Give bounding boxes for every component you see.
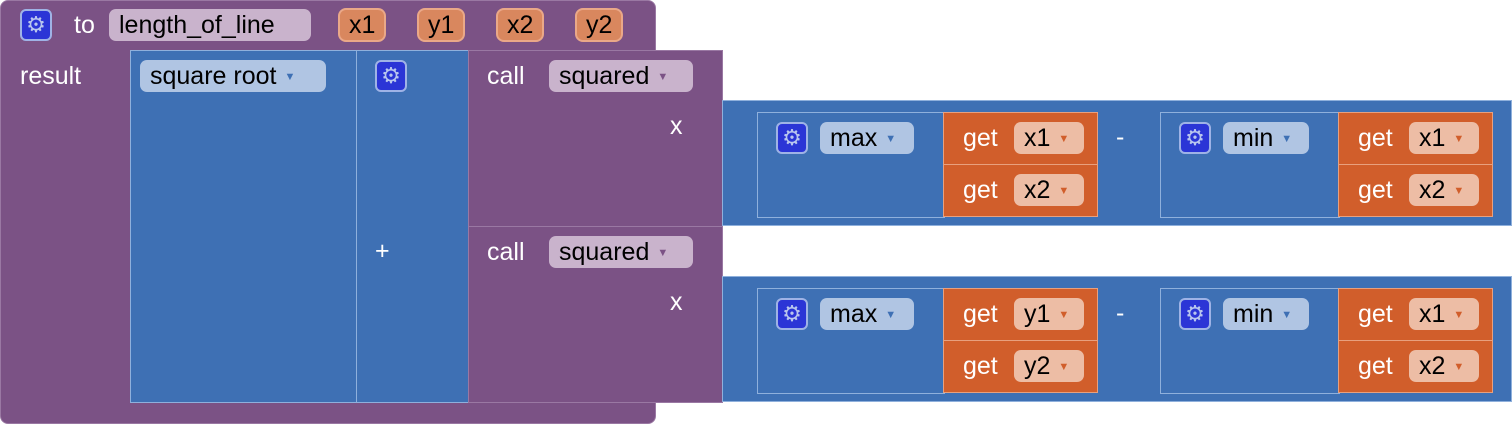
minus-operator: -	[1116, 123, 1125, 151]
variable-dropdown[interactable]: x1 ▼	[1409, 298, 1479, 330]
call-function-dropdown[interactable]: squared ▼	[549, 60, 693, 92]
variable-dropdown[interactable]: x2 ▼	[1409, 350, 1479, 382]
call-keyword: call	[487, 62, 525, 90]
dropdown-arrow-icon: ▼	[657, 247, 669, 260]
result-label: result	[20, 62, 82, 90]
get-keyword: get	[963, 300, 998, 328]
sqrt-dropdown[interactable]: square root ▼	[140, 60, 326, 92]
variable-name: x2	[1419, 176, 1446, 204]
dropdown-arrow-icon: ▼	[1058, 361, 1070, 374]
plus-operator: +	[375, 237, 390, 265]
procedure-keyword: to	[74, 11, 95, 39]
variable-dropdown[interactable]: x2 ▼	[1409, 174, 1479, 206]
gear-icon[interactable]: ⚙	[776, 122, 808, 154]
min-dropdown[interactable]: min ▼	[1223, 122, 1309, 154]
call-keyword: call	[487, 238, 525, 266]
dropdown-arrow-icon: ▼	[1058, 133, 1070, 146]
max-dropdown[interactable]: max ▼	[820, 298, 914, 330]
dropdown-arrow-icon: ▼	[284, 71, 296, 84]
sqrt-block[interactable]	[130, 50, 357, 403]
max-op: max	[830, 300, 878, 328]
function-name: squared	[559, 62, 650, 90]
min-op: min	[1233, 300, 1274, 328]
dropdown-arrow-icon: ▼	[885, 309, 897, 322]
variable-name: x1	[1419, 124, 1446, 152]
dropdown-arrow-icon: ▼	[1281, 309, 1293, 322]
variable-dropdown[interactable]: y2 ▼	[1014, 350, 1084, 382]
min-op: min	[1233, 124, 1274, 152]
param-y1[interactable]: y1	[417, 8, 466, 42]
gear-icon[interactable]: ⚙	[1179, 122, 1211, 154]
gear-icon[interactable]: ⚙	[375, 60, 407, 92]
variable-dropdown[interactable]: x2 ▼	[1014, 174, 1084, 206]
variable-name: x1	[1419, 300, 1446, 328]
arg-label: x	[670, 288, 683, 316]
plus-block[interactable]	[356, 50, 469, 403]
dropdown-arrow-icon: ▼	[1453, 309, 1465, 322]
param-y2[interactable]: y2	[575, 8, 624, 42]
max-op: max	[830, 124, 878, 152]
variable-name: y2	[1024, 352, 1051, 380]
dropdown-arrow-icon: ▼	[1058, 309, 1070, 322]
dropdown-arrow-icon: ▼	[1281, 133, 1293, 146]
variable-dropdown[interactable]: x1 ▼	[1014, 122, 1084, 154]
max-dropdown[interactable]: max ▼	[820, 122, 914, 154]
arg-label: x	[670, 112, 683, 140]
function-name: squared	[559, 238, 650, 266]
gear-icon[interactable]: ⚙	[776, 298, 808, 330]
variable-dropdown[interactable]: y1 ▼	[1014, 298, 1084, 330]
get-keyword: get	[963, 352, 998, 380]
call-function-dropdown[interactable]: squared ▼	[549, 236, 693, 268]
sqrt-op: square root	[150, 62, 277, 90]
get-keyword: get	[1358, 124, 1393, 152]
procedure-name-field[interactable]: length_of_line	[109, 9, 311, 41]
dropdown-arrow-icon: ▼	[1453, 185, 1465, 198]
minus-operator: -	[1116, 299, 1125, 327]
variable-name: x2	[1024, 176, 1051, 204]
get-keyword: get	[963, 176, 998, 204]
dropdown-arrow-icon: ▼	[1453, 361, 1465, 374]
get-keyword: get	[1358, 300, 1393, 328]
param-x2[interactable]: x2	[496, 8, 545, 42]
variable-name: y1	[1024, 300, 1051, 328]
variable-name: x2	[1419, 352, 1446, 380]
gear-icon[interactable]: ⚙	[1179, 298, 1211, 330]
dropdown-arrow-icon: ▼	[1058, 185, 1070, 198]
get-keyword: get	[1358, 352, 1393, 380]
param-x1[interactable]: x1	[338, 8, 387, 42]
variable-name: x1	[1024, 124, 1051, 152]
get-keyword: get	[1358, 176, 1393, 204]
dropdown-arrow-icon: ▼	[657, 71, 669, 84]
dropdown-arrow-icon: ▼	[1453, 133, 1465, 146]
variable-dropdown[interactable]: x1 ▼	[1409, 122, 1479, 154]
min-dropdown[interactable]: min ▼	[1223, 298, 1309, 330]
dropdown-arrow-icon: ▼	[885, 133, 897, 146]
get-keyword: get	[963, 124, 998, 152]
gear-icon[interactable]: ⚙	[20, 9, 52, 41]
